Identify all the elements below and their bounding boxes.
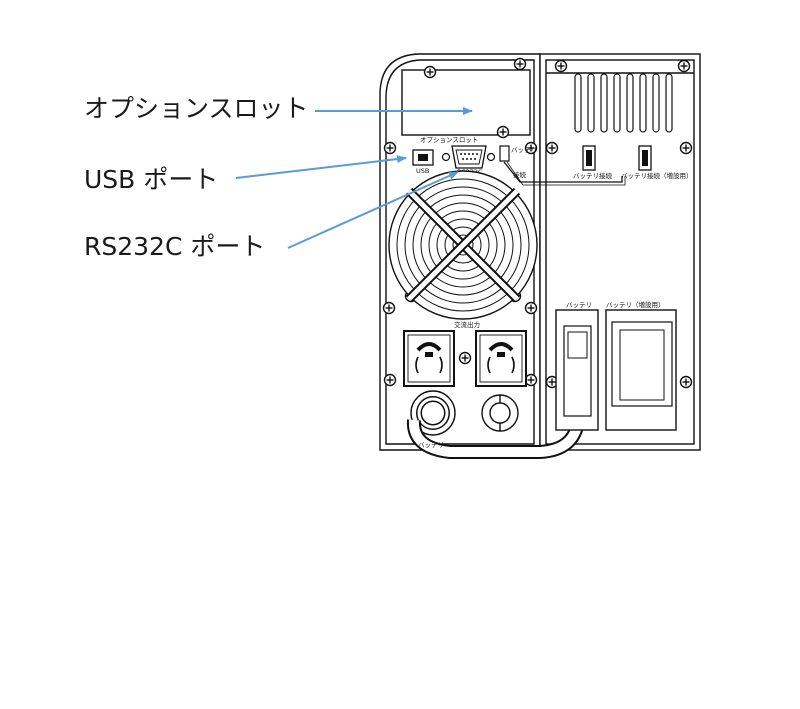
usb-port-arrow xyxy=(235,155,407,179)
battery-ext-connector-block xyxy=(605,309,677,431)
battery-connect-sub-label: 接続 xyxy=(513,170,527,179)
battery-ext-label: バッテリ（増設用） xyxy=(606,300,665,309)
usb-port xyxy=(412,149,434,166)
rs232c-port-callout: RS232C ポート xyxy=(84,232,266,261)
rs232c-port-arrow xyxy=(287,171,459,249)
battery-conn-right-label: バッテリ接続（増設用） xyxy=(621,171,693,180)
battery-connector-block xyxy=(555,309,599,431)
power-cord-left xyxy=(410,390,456,436)
cooling-fan xyxy=(388,170,538,320)
battery-cable-label: バッテリ xyxy=(418,441,444,449)
battery-link-cable xyxy=(503,161,623,183)
ac-output-label: 交流出力 xyxy=(454,320,480,329)
battery-connect-label: バッテリ xyxy=(511,146,537,154)
battery-connect-port xyxy=(499,145,510,162)
ac-outlet-right xyxy=(475,330,527,387)
battery-connection-port-left xyxy=(582,145,596,171)
option-slot-callout: オプションスロット xyxy=(84,94,309,123)
battery-conn-left-label: バッテリ接続 xyxy=(573,171,613,180)
battery-label: バッテリ xyxy=(566,301,592,309)
vent-slots xyxy=(574,73,673,133)
usb-panel-label: USB xyxy=(416,167,429,175)
rs232c-port xyxy=(441,145,496,169)
ac-outlet-left xyxy=(403,330,455,387)
battery-connection-port-right xyxy=(638,145,652,171)
power-cord-right xyxy=(481,394,519,432)
usb-port-callout: USB ポート xyxy=(84,165,219,194)
option-slot-panel-label: オプションスロット xyxy=(420,136,478,144)
option-slot xyxy=(401,69,531,136)
